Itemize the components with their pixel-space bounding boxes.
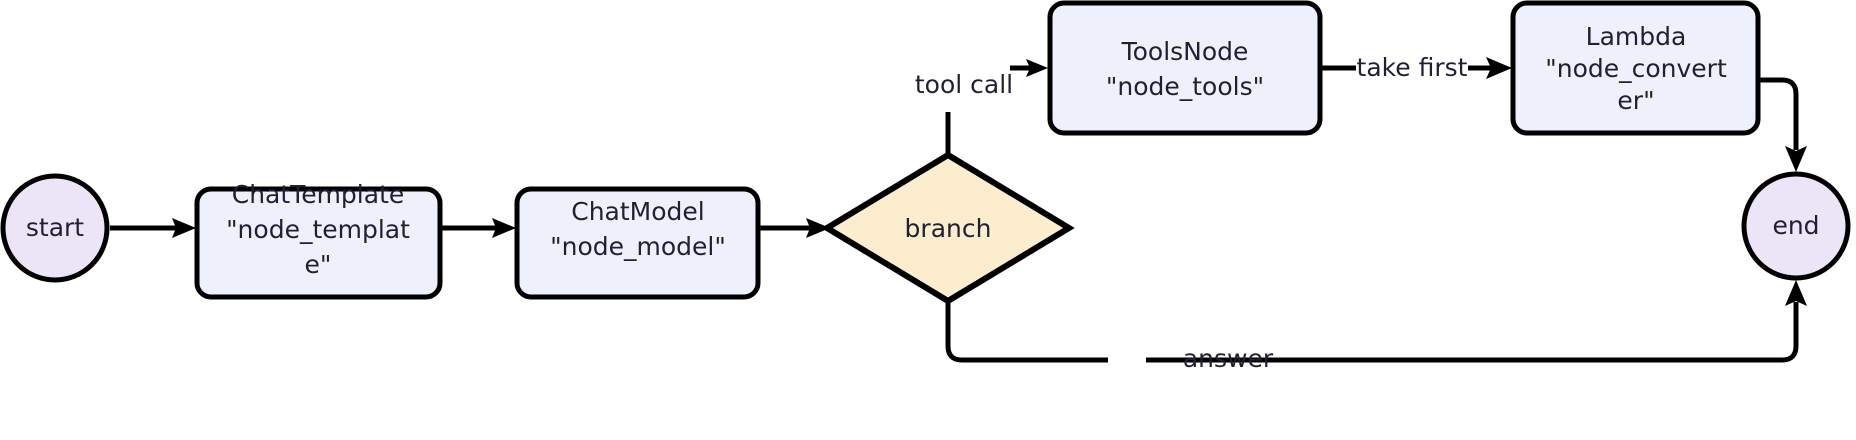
node-node-converter-label-line-1: Lambda [1586, 22, 1687, 51]
node-node-converter[interactable]: Lambda "node_convert er" [1510, 0, 1761, 136]
edge-branch-to-end: answer [945, 280, 1807, 373]
edge-label-tool-call: tool call [915, 70, 1013, 99]
node-node-model-label-line-2: "node_model" [550, 232, 726, 261]
arrow-head-icon [806, 218, 830, 238]
node-node-tools-shape[interactable] [1047, 0, 1323, 136]
node-node-model-shape[interactable] [514, 186, 761, 300]
arrow-head-icon [172, 218, 196, 238]
node-node-template-label-line-1: ChatTemplate [232, 180, 405, 209]
edge-node-template-to-node-model [440, 218, 516, 238]
arrow-head-icon [492, 218, 516, 238]
node-branch-shape[interactable] [821, 151, 1075, 305]
node-start-shape[interactable] [0, 173, 110, 283]
edge-node-tools-to-node-converter: take first [1322, 53, 1512, 82]
edge-label-answer: answer [1183, 344, 1274, 373]
node-end-label: end [1772, 211, 1819, 240]
node-node-template-shape[interactable] [194, 186, 443, 300]
node-node-model-label-line-1: ChatModel [571, 197, 704, 226]
node-end-shape[interactable] [1741, 171, 1851, 281]
node-node-converter-label-line-3: er" [1617, 86, 1654, 115]
node-node-converter-shape[interactable] [1510, 0, 1761, 136]
edge-line-left [945, 292, 1108, 363]
edge-label-take-first: take first [1357, 53, 1468, 82]
node-branch-label: branch [905, 214, 992, 243]
node-node-tools[interactable]: ToolsNode "node_tools" [1047, 0, 1323, 136]
arrow-head-icon [1486, 57, 1512, 79]
node-node-template-label-line-2: "node_templat [226, 215, 410, 244]
node-start-label: start [26, 213, 84, 242]
node-node-tools-label-line-2: "node_tools" [1106, 72, 1264, 101]
node-node-template-label-line-3: e" [305, 250, 332, 279]
node-node-template[interactable]: ChatTemplate "node_templat e" [194, 180, 443, 300]
node-node-model[interactable]: ChatModel "node_model" [514, 186, 761, 300]
edge-node-converter-to-end [1758, 77, 1807, 172]
node-node-tools-label-line-1: ToolsNode [1121, 37, 1249, 66]
edge-node-model-to-branch [758, 218, 830, 238]
arrow-head-icon [1026, 59, 1048, 77]
edge-line [1758, 77, 1799, 150]
edge-line-right [1146, 302, 1799, 363]
arrow-head-icon [1785, 146, 1807, 172]
node-start[interactable]: start [0, 173, 110, 283]
node-end[interactable]: end [1741, 171, 1851, 281]
edge-start-to-node-template [110, 218, 196, 238]
node-branch[interactable]: branch [821, 151, 1075, 305]
arrow-head-icon [1785, 280, 1807, 306]
node-node-converter-label-line-2: "node_convert [1545, 54, 1727, 83]
